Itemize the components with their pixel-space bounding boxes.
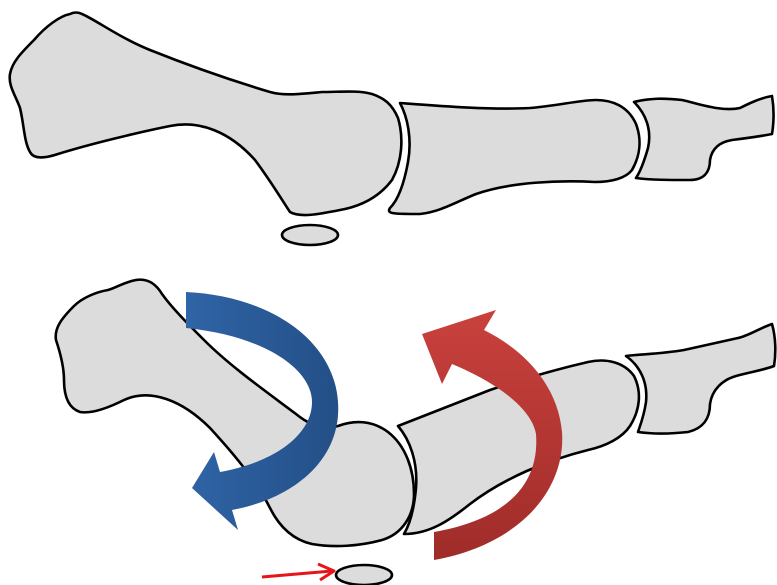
panel-rotated-alignment xyxy=(56,280,776,585)
sesamoid-bottom xyxy=(336,565,392,585)
distal-phalanx-bottom xyxy=(626,324,775,434)
sesamoid-top xyxy=(282,225,338,245)
red-pointer-arrow-icon xyxy=(262,564,334,580)
panel-normal-alignment xyxy=(10,13,774,246)
proximal-phalanx-top xyxy=(389,100,639,214)
distal-phalanx-top xyxy=(634,96,774,180)
metatarsal-bone-top xyxy=(10,13,402,216)
